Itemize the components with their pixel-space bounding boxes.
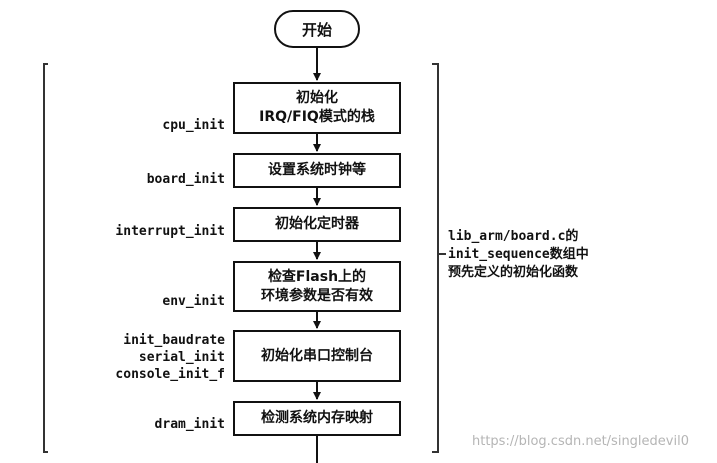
group-bracket xyxy=(43,63,439,453)
step-1-line-1: 初始化 xyxy=(296,90,338,106)
function-label-serial-init: serial_init xyxy=(138,350,225,365)
step-4-line-2: 环境参数是否有效 xyxy=(261,287,373,304)
step-3-box: 初始化定时器 xyxy=(233,207,401,242)
step-1-line-2: IRQ/FIQ模式的栈 xyxy=(259,109,375,125)
function-label-interrupt-init: interrupt_init xyxy=(115,224,225,239)
note-line-3: 预先定义的初始化函数 xyxy=(448,265,579,280)
step-4-line-1: 检查Flash上的 xyxy=(267,268,367,285)
note-line-2: init_sequence数组中 xyxy=(448,247,589,262)
step-3-line-1: 初始化定时器 xyxy=(275,216,359,232)
function-label-env-init: env_init xyxy=(162,294,225,309)
step-6-box: 检测系统内存映射 xyxy=(233,401,401,436)
step-2-line-1: 设置系统时钟等 xyxy=(268,162,366,178)
start-label: 开始 xyxy=(301,20,332,39)
function-label-init-baudrate: init_baudrate xyxy=(123,333,225,348)
step-6-line-1: 检测系统内存映射 xyxy=(261,410,373,426)
function-label-board-init: board_init xyxy=(146,172,225,187)
init-sequence-note: lib_arm/board.c的 init_sequence数组中 预先定义的初… xyxy=(448,228,589,282)
step-2-box: 设置系统时钟等 xyxy=(233,153,401,188)
step-5-line-1: 初始化串口控制台 xyxy=(261,347,373,364)
start-terminal: 开始 xyxy=(274,10,360,48)
function-label-console-init-f: console_init_f xyxy=(115,367,225,382)
note-line-1: lib_arm/board.c的 xyxy=(448,229,579,244)
step-1-box: 初始化 IRQ/FIQ模式的栈 xyxy=(233,82,401,134)
step-5-box: 初始化串口控制台 xyxy=(233,330,401,382)
step-4-box: 检查Flash上的 环境参数是否有效 xyxy=(233,261,401,312)
function-label-cpu-init: cpu_init xyxy=(162,118,225,133)
watermark-url: https://blog.csdn.net/singledevil0 xyxy=(472,434,689,449)
function-label-dram-init: dram_init xyxy=(154,417,225,432)
